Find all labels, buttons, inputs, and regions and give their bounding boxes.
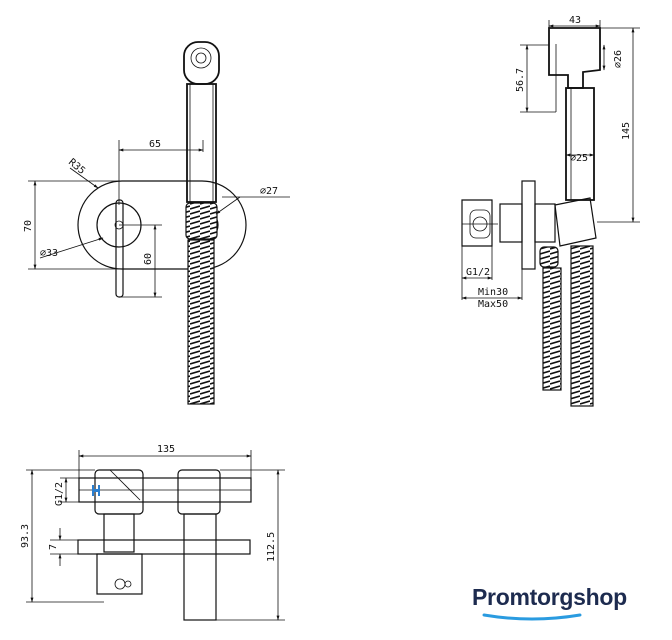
shower-handset-body [186,83,217,203]
dim-max50: Max50 [478,299,508,310]
brand-logo: Promtorgshop [472,584,627,611]
side-hose-left [542,267,562,391]
side-handset-head [548,27,601,89]
wall-plate [77,180,247,270]
dim-height-60: 60 [143,253,154,265]
dim-diameter-27: ∅27 [260,186,278,197]
inlet-marker [92,489,100,492]
side-wall-plate [521,180,536,270]
dim-diameter-25: ∅25 [570,153,588,164]
brand-text-shop: shop [573,584,627,610]
dim-height-145: 145 [621,122,632,140]
brand-swoosh-icon [482,613,582,621]
front-view: 65 R35 ∅27 70 ∅33 60 [23,41,290,405]
dim-min30: Min30 [478,287,508,298]
bottom-view: 135 G1/2 93.3 7 112.5 [20,444,285,621]
dim-width-135: 135 [157,444,175,455]
dim-offset-7: 7 [48,544,59,550]
dim-thread-g12-bottom: G1/2 [54,482,65,506]
side-hose-right [570,245,594,407]
side-view: 43 56.7 ∅26 145 ∅25 G1/2 Min30 Max50 [461,15,640,407]
dim-diameter-26: ∅26 [613,50,624,68]
hose [187,239,215,405]
dim-radius-r35: R35 [66,157,87,177]
dim-width-65: 65 [149,139,161,150]
dim-diameter-33: ∅33 [40,248,58,259]
side-handset-body [565,87,595,201]
dim-height-112-5: 112.5 [266,532,277,562]
dim-height-93-3: 93.3 [20,524,31,548]
dim-height-70: 70 [23,220,34,232]
dim-height-56-7: 56.7 [515,68,526,92]
dim-width-43: 43 [569,15,581,26]
bottom-lever [96,553,143,595]
lever-handle [115,199,124,298]
cover-plate [77,539,251,555]
dim-thread-g12-side: G1/2 [466,267,490,278]
brand-text-promtorg: Promtorg [472,584,574,610]
